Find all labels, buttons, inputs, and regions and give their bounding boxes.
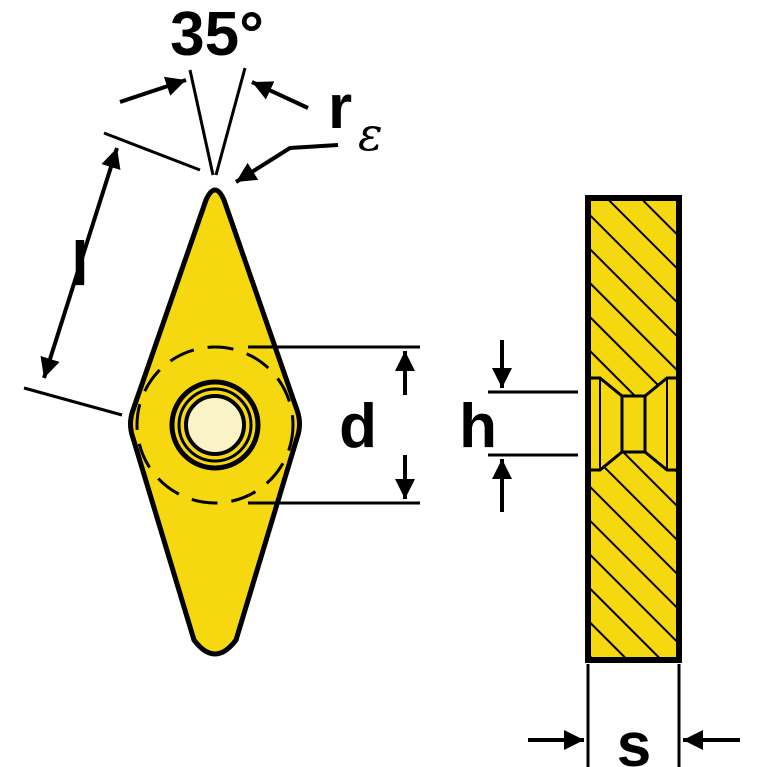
corner-radius-subscript: ε xyxy=(358,107,383,161)
angle-label: 35° xyxy=(170,0,264,69)
section-outline xyxy=(585,195,682,663)
hole-height-label: h xyxy=(459,392,497,461)
inscribed-circle-label: d xyxy=(339,392,377,461)
corner-radius-base: r xyxy=(328,73,352,142)
hole-inner xyxy=(184,394,246,456)
insert-side-section xyxy=(585,195,682,663)
hole-height-dimension: h xyxy=(459,340,578,512)
inscribed-circle-dimension: d xyxy=(248,345,420,505)
angle-dimension: 35° xyxy=(119,0,309,176)
insert-top-view xyxy=(128,187,302,657)
edge-length-label: l xyxy=(71,230,88,299)
thickness-dimension: s xyxy=(528,664,740,767)
inscribed-circle-dashed xyxy=(135,345,295,505)
section-hole-cavity xyxy=(588,378,679,470)
thickness-label: s xyxy=(617,711,651,767)
edge-length-dimension: l xyxy=(23,131,201,417)
corner-radius-dimension: r ε xyxy=(234,73,383,184)
